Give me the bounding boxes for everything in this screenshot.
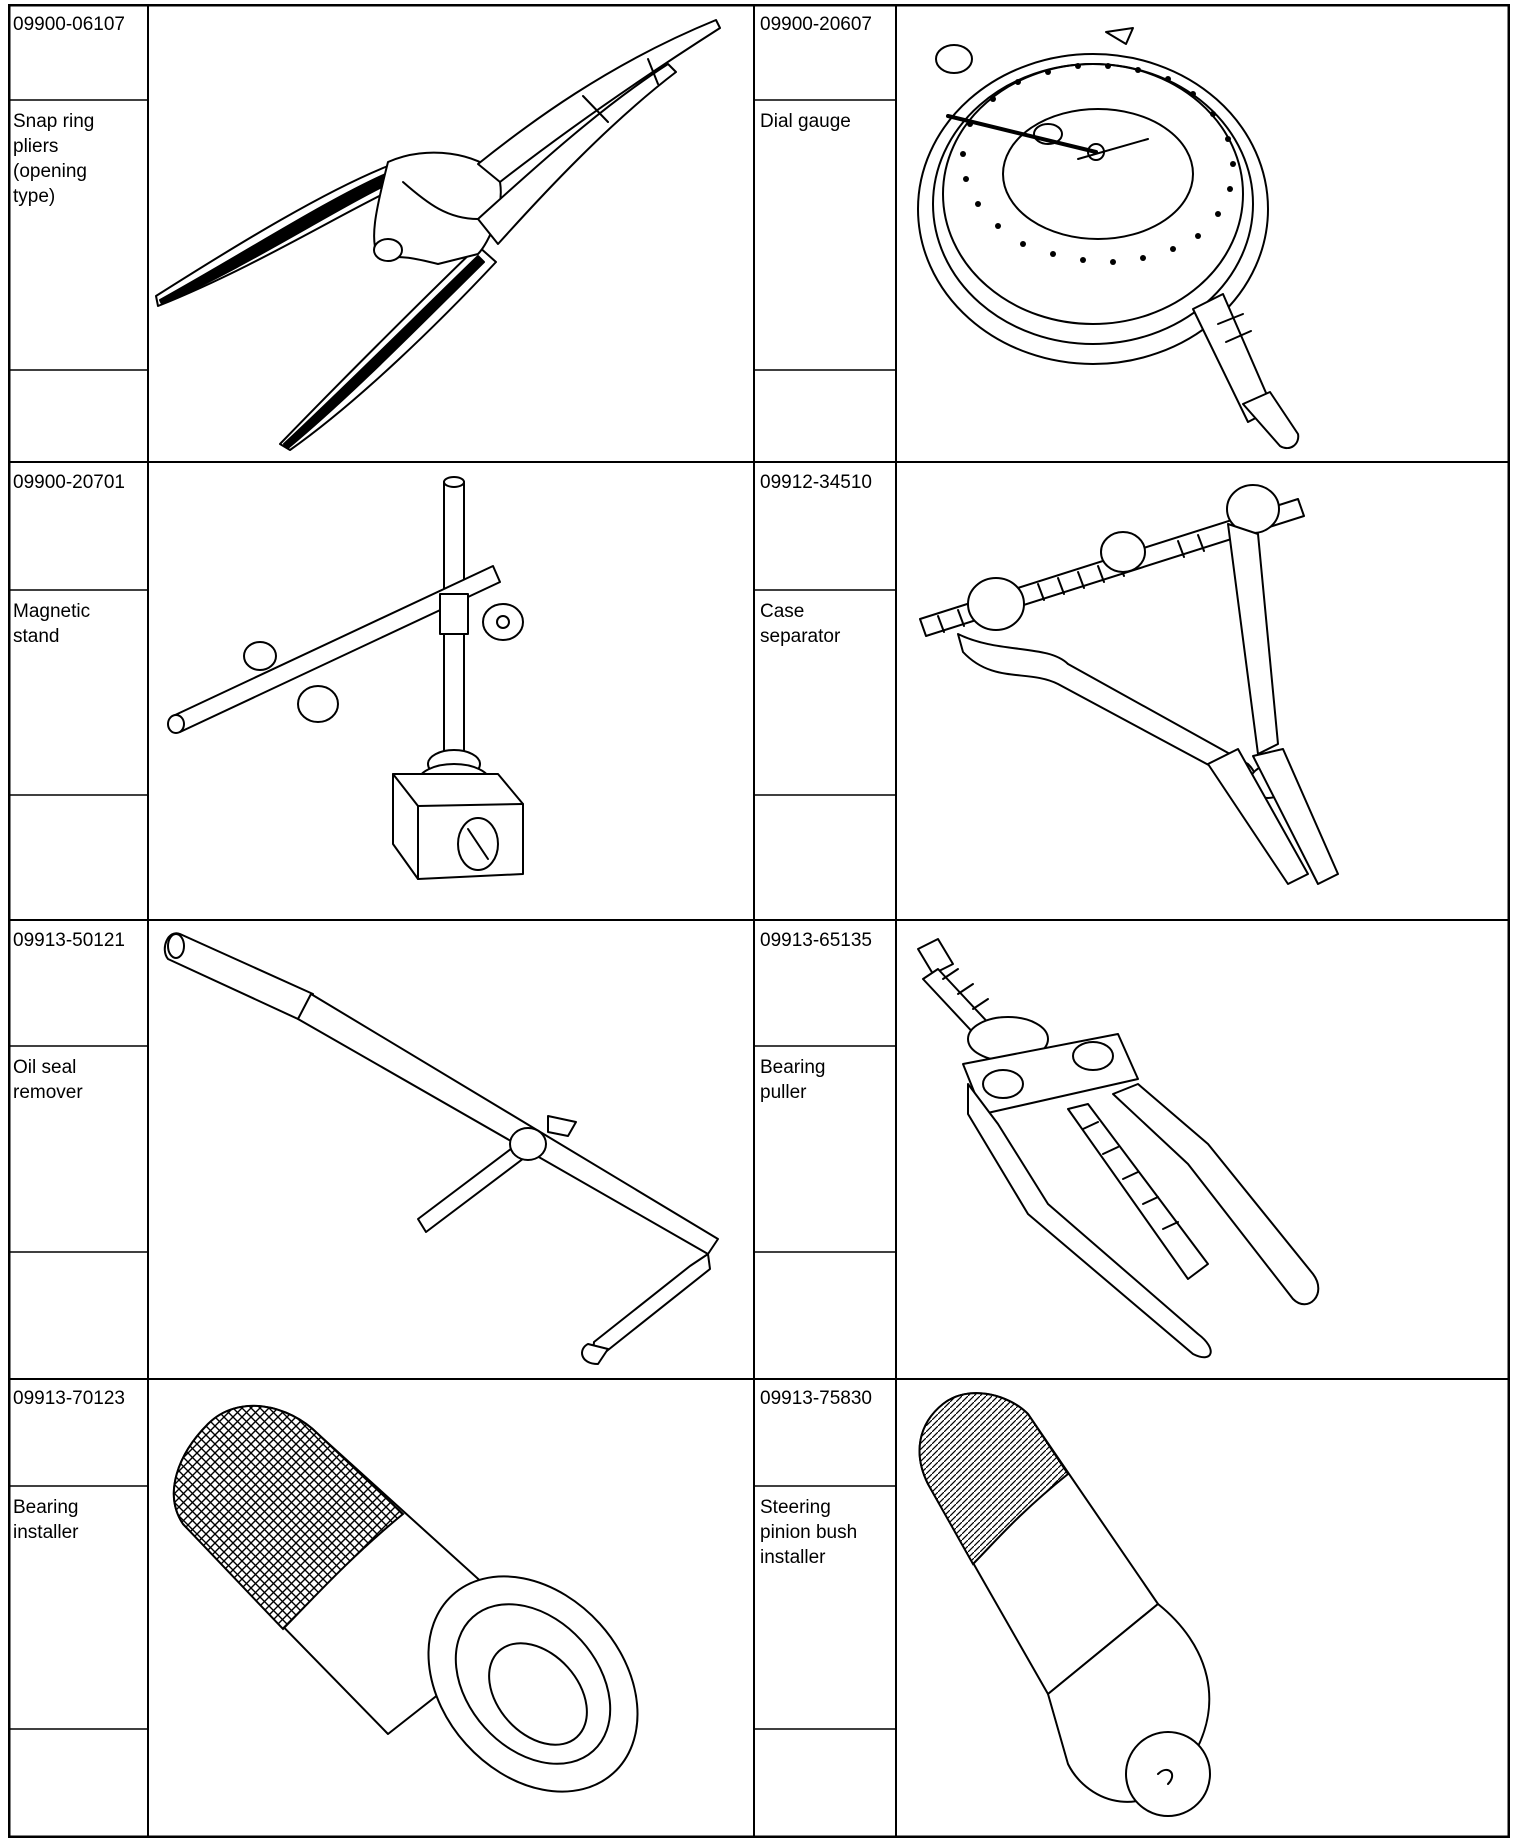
tool-cell: 09913-50121 Oil seal remover [13, 930, 125, 1103]
tool-cell: 09900-20607 Dial gauge [760, 14, 872, 132]
part-number: 09913-75830 [760, 1388, 872, 1409]
part-number: 09900-20701 [13, 472, 125, 493]
tool-name-line: pinion bush [760, 1522, 857, 1543]
tool-name-line: remover [13, 1082, 83, 1103]
part-number: 09900-20607 [760, 14, 872, 35]
table-grid [8, 4, 1510, 1838]
tool-cell: 09900-06107 Snap ring pliers (opening ty… [13, 14, 125, 207]
tool-name-line: Bearing [760, 1057, 826, 1078]
tool-name-line: Dial gauge [760, 111, 851, 132]
part-number: 09913-65135 [760, 930, 872, 951]
special-tools-table: 09900-06107 Snap ring pliers (opening ty… [7, 3, 1511, 1839]
tool-name-line: Snap ring [13, 111, 94, 132]
tool-name-line: installer [760, 1547, 826, 1568]
tool-name-line: puller [760, 1082, 807, 1103]
tool-cell: 09913-65135 Bearing puller [760, 930, 872, 1103]
tool-name-line: pliers [13, 136, 58, 157]
bearing-puller-icon [917, 938, 1320, 1359]
tools-table-svg: 09900-06107 Snap ring pliers (opening ty… [7, 3, 1511, 1839]
part-number: 09913-70123 [13, 1388, 125, 1409]
part-number: 09912-34510 [760, 472, 872, 493]
bearing-installer-icon [172, 1404, 639, 1793]
tool-cell: 09900-20701 Magnetic stand [13, 472, 125, 647]
tool-name-line: Steering [760, 1497, 831, 1518]
tool-name-line: Oil seal [13, 1057, 76, 1078]
tool-name-line: installer [13, 1522, 79, 1543]
tool-name-line: (opening [13, 161, 87, 182]
part-number: 09913-50121 [13, 930, 125, 951]
tool-name-line: separator [760, 626, 841, 647]
steering-pinion-bush-installer-icon [918, 1392, 1211, 1817]
tool-name-line: Bearing [13, 1497, 79, 1518]
tool-name-line: Case [760, 601, 804, 622]
magnetic-stand-icon [167, 476, 524, 880]
part-number: 09900-06107 [13, 14, 125, 35]
case-separator-icon [919, 484, 1339, 885]
tool-cell: 09913-70123 Bearing installer [13, 1388, 125, 1543]
tool-name-line: stand [13, 626, 59, 647]
oil-seal-remover-icon [163, 932, 719, 1365]
tool-cell: 09912-34510 Case separator [760, 472, 872, 647]
tool-cell: 09913-75830 Steering pinion bush install… [760, 1388, 872, 1568]
tool-name-line: Magnetic [13, 601, 90, 622]
tool-name-line: type) [13, 186, 55, 207]
dial-gauge-icon [917, 27, 1300, 450]
snap-ring-pliers-icon [155, 19, 721, 451]
